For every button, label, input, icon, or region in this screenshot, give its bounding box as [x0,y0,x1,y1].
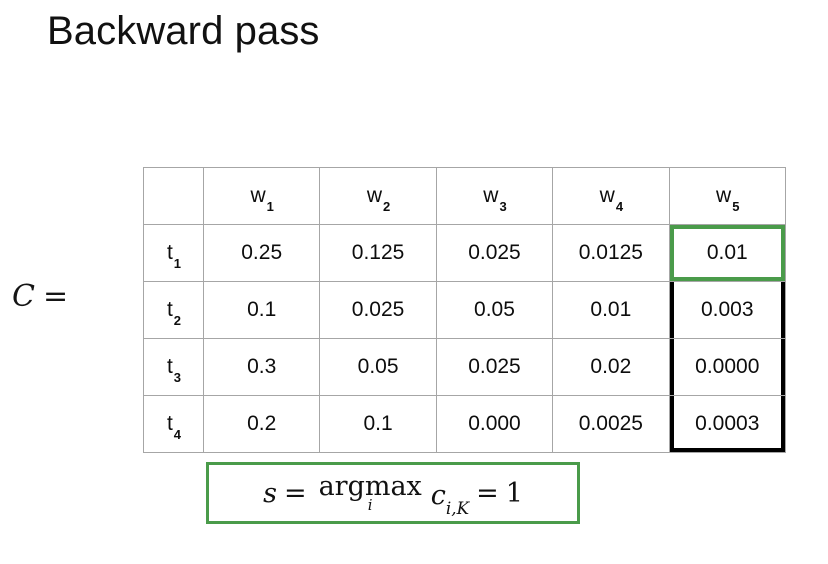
formula-equals-2: = [476,477,499,509]
row-header-t2-sub: 2 [173,313,182,329]
matrix-label: C= [12,279,68,314]
row-header-t4-base: t [166,412,173,435]
cell-t2-w5-outlined: 0.003 [668,281,786,339]
cell-t3-w4: 0.02 [552,338,670,396]
column-header-w5-base: w [716,184,732,207]
column-header-w2: w2 [319,167,437,225]
row-header-t2-base: t [166,298,173,321]
table-row: t1 0.25 0.125 0.025 0.0125 0.01 [143,224,786,282]
cell-t4-w2: 0.1 [319,395,437,453]
formula-argmax-subscript: i [367,496,373,515]
cell-t3-w5-outlined: 0.0000 [668,338,786,396]
column-header-w5: w5 [668,167,786,225]
cell-t4-w1: 0.2 [202,395,321,453]
row-header-t1-base: t [166,241,173,264]
column-header-w4-base: w [599,184,615,207]
column-header-w3: w3 [435,167,554,225]
argmax-formula: s = argmax i ci,K = 1 [263,473,523,517]
formula-equals: = [283,477,307,509]
row-header-t4: t4 [143,395,204,453]
table-row: t2 0.1 0.025 0.05 0.01 0.003 [143,281,786,339]
cell-t4-w3: 0.000 [435,395,554,453]
table-row: t3 0.3 0.05 0.025 0.02 0.0000 [143,338,786,396]
column-header-w3-base: w [483,184,499,207]
cell-t1-w5-highlighted: 0.01 [668,224,786,282]
formula-argument-subscript: i,K [445,497,470,518]
formula-argument-base: c [430,479,446,511]
column-header-w3-sub: 3 [499,199,507,215]
cost-matrix-container: w1 w2 w3 w4 w5 t1 0.25 0.125 0.025 0.012… [143,167,786,453]
cell-t1-w4: 0.0125 [552,224,670,282]
row-header-t2: t2 [143,281,204,339]
cell-t1-w1: 0.25 [202,224,321,282]
column-header-w5-sub: 5 [732,199,740,215]
column-header-w1-sub: 1 [266,199,274,215]
cell-t3-w1: 0.3 [202,338,321,396]
formula-argmax-operator: argmax [318,471,422,503]
cell-t4-w4: 0.0025 [552,395,670,453]
row-header-t4-sub: 4 [173,427,182,443]
cell-t1-w2: 0.125 [319,224,437,282]
table-corner-cell [143,167,204,225]
formula-lhs: s [263,477,277,509]
argmax-formula-box: s = argmax i ci,K = 1 [206,462,580,524]
cell-t4-w5-outlined: 0.0003 [668,395,786,453]
column-header-w2-sub: 2 [383,199,391,215]
column-header-w4-sub: 4 [615,199,624,215]
cell-t2-w3: 0.05 [435,281,554,339]
cell-t3-w2: 0.05 [319,338,437,396]
row-header-t3-sub: 3 [173,370,182,386]
formula-argmax: argmax i [319,473,422,513]
page-title: Backward pass [47,9,320,53]
row-header-t3: t3 [143,338,204,396]
cell-t2-w2: 0.025 [319,281,437,339]
column-header-w1-base: w [250,184,266,207]
column-header-w4: w4 [552,167,670,225]
column-header-w2-base: w [366,184,383,207]
cell-t1-w3: 0.025 [435,224,554,282]
cost-matrix-table: w1 w2 w3 w4 w5 t1 0.25 0.125 0.025 0.012… [143,167,786,453]
row-header-t3-base: t [166,355,173,378]
table-header-row: w1 w2 w3 w4 w5 [143,167,786,225]
formula-result: 1 [505,477,523,509]
column-header-w1: w1 [202,167,321,225]
formula-argument: ci,K [430,479,469,517]
cell-t2-w4: 0.01 [552,281,670,339]
row-header-t1: t1 [143,224,204,282]
matrix-label-symbol: C [12,279,35,314]
cell-t3-w3: 0.025 [435,338,554,396]
table-row: t4 0.2 0.1 0.000 0.0025 0.0003 [143,395,786,453]
row-header-t1-sub: 1 [173,256,182,272]
cell-t2-w1: 0.1 [202,281,321,339]
matrix-label-equals: = [42,279,69,314]
